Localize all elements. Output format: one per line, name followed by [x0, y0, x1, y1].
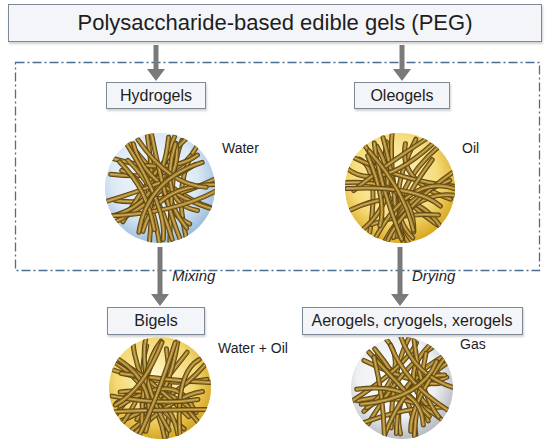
category-box: Oleogels: [354, 82, 450, 109]
fiber-network: [344, 133, 456, 244]
gel-network-illustration: [104, 132, 216, 244]
dashed-group-frame: [16, 63, 540, 271]
gel-sphere: Gas: [350, 336, 454, 440]
category-box: Aerogels, cryogels, xerogels: [302, 307, 523, 335]
box-label: Oleogels: [370, 87, 433, 105]
fiber-network: [107, 132, 216, 244]
sphere-body: [345, 133, 455, 243]
box-label: Hydrogels: [120, 87, 192, 105]
title-box: Polysaccharide-based edible gels (PEG): [8, 4, 542, 42]
gel-sphere: Oil: [344, 132, 456, 244]
box-label: Bigels: [134, 312, 178, 330]
fiber-network: [112, 336, 212, 440]
category-box: Bigels: [107, 307, 205, 335]
gel-network-illustration: [344, 132, 456, 244]
title-text: Polysaccharide-based edible gels (PEG): [78, 10, 473, 36]
medium-label: Oil: [462, 140, 479, 156]
flow-arrow: [393, 45, 411, 81]
flow-arrow: [147, 45, 165, 81]
gel-sphere: Water: [104, 132, 216, 244]
medium-label: Water: [222, 140, 259, 156]
gel-network-illustration: [350, 336, 454, 440]
edge-label: Drying: [412, 267, 455, 284]
medium-label: Gas: [460, 336, 486, 352]
gel-sphere: Water + Oil: [108, 336, 212, 440]
fiber-network: [351, 336, 454, 440]
category-box: Hydrogels: [106, 82, 206, 109]
box-label: Aerogels, cryogels, xerogels: [312, 312, 513, 330]
sphere-body: [105, 133, 215, 243]
medium-label: Water + Oil: [218, 340, 288, 356]
gel-network-illustration: [108, 336, 212, 440]
sphere-body: [109, 337, 211, 439]
edge-label: Mixing: [172, 267, 215, 284]
flow-arrow: [151, 247, 169, 306]
flow-arrow: [391, 247, 409, 306]
